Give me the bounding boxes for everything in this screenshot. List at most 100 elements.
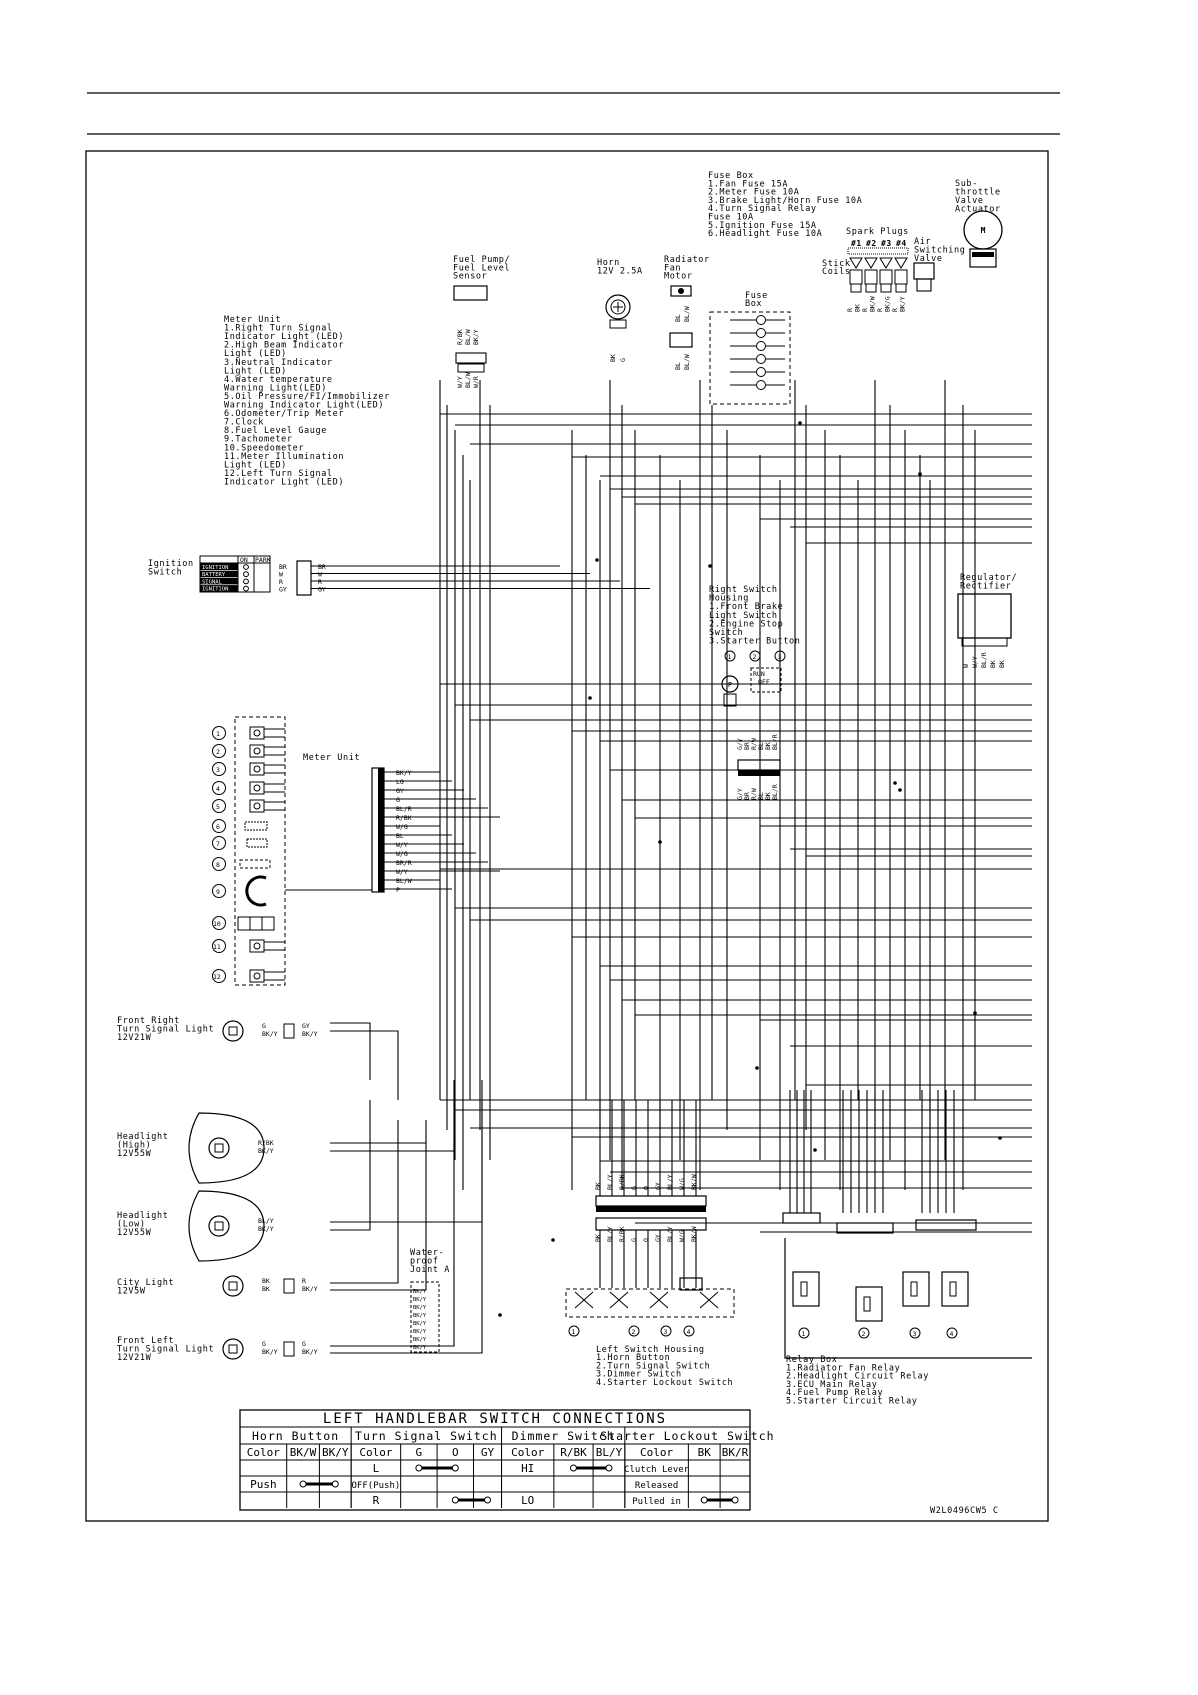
label-labels-ignition_switch-0: Ignition bbox=[148, 559, 194, 569]
label-labels-radiator_fan-0: Radiator bbox=[664, 255, 710, 265]
label-labels-coil_wires-0: R bbox=[846, 308, 854, 312]
label-labels-right_switch_wires-1: BR bbox=[743, 742, 751, 750]
label-labels-engine_stop_labels-0: RUN bbox=[753, 670, 765, 678]
label-labels-fuel_pump-0: Fuel Pump/ bbox=[453, 255, 510, 265]
label-labels-meter_wires-4: BL/R bbox=[396, 805, 412, 813]
label-labels-left_connector_wires-7: W/G bbox=[678, 1178, 686, 1190]
label-switch_table-rows-1-3: OFF(Push) bbox=[352, 1481, 401, 1491]
label-labels-joint_wires-6: BK/Y bbox=[413, 1337, 427, 1343]
label-switch_table-header-11: BK bbox=[698, 1446, 712, 1459]
label-labels-right_switch_wires-4: BK bbox=[764, 792, 772, 800]
label-labels-meter_numbers-4: 5 bbox=[216, 803, 220, 811]
label-labels-city_light-1: 12V5W bbox=[117, 1287, 146, 1297]
label-labels-front_right_wires-0: G bbox=[262, 1022, 266, 1030]
label-labels-front_left_wires-1: BK/Y bbox=[262, 1348, 278, 1356]
label-labels-horn-1: 12V 2.5A bbox=[597, 266, 643, 276]
label-labels-ignition_table_rows-1: BATTERY bbox=[202, 572, 226, 578]
label-labels-meter_unit_list-19: Indicator Light (LED) bbox=[224, 477, 344, 487]
wire-lines bbox=[311, 380, 1032, 1354]
label-labels-joint_wires-4: BK/Y bbox=[413, 1321, 427, 1327]
figure-id: W2L0496CW5 C bbox=[930, 1506, 999, 1516]
label-labels-radiator_fan-1: Fan bbox=[664, 263, 681, 273]
label-labels-city_light_wires-0: BK bbox=[262, 1277, 270, 1285]
label-labels-left_switch-1: 1.Horn Button bbox=[596, 1353, 670, 1363]
label-labels-meter_numbers-11: 12 bbox=[213, 973, 221, 981]
label-labels-left_connector_wires-3: G bbox=[630, 1186, 638, 1190]
label-labels-right_switch_wires-0: G/Y bbox=[736, 788, 744, 800]
label-labels-front_right_wires-3: BK/Y bbox=[302, 1030, 318, 1038]
label-labels-meter_wires-9: W/G bbox=[396, 850, 408, 858]
label-switch_table-rows-2-10: Pulled in bbox=[632, 1497, 681, 1507]
label-switch_table-header-1: BK/W bbox=[290, 1446, 317, 1459]
label-labels-horn_wires-0: BK bbox=[609, 354, 617, 362]
label-labels-meter_numbers-5: 6 bbox=[216, 823, 220, 831]
label-labels-sub_throttle-2: Valve bbox=[955, 196, 984, 206]
label-labels-left_connector_wires-1: BL/Y bbox=[606, 1174, 614, 1190]
label-labels-sub_throttle-3: Actuator bbox=[955, 205, 1001, 215]
label-labels-waterproof_joint-0: Water- bbox=[410, 1248, 444, 1258]
label-labels-fuse_box_top-1: 1.Fan Fuse 15A bbox=[708, 179, 788, 189]
label-labels-fuel_pump_wires_lower-1: BL/W bbox=[464, 372, 472, 388]
spark-plug-numbers: #1#2#3#4 bbox=[851, 239, 906, 248]
label-labels-left_connector_wires-5: GY bbox=[654, 1234, 662, 1242]
label-labels-front_right_wires-1: BK/Y bbox=[262, 1030, 278, 1038]
label-labels-meter_unit_list-7: 4.Water temperature bbox=[224, 375, 333, 385]
label-labels-plug_numbers-0: #1 bbox=[851, 239, 862, 248]
label-labels-regulator_wires-0: W bbox=[962, 664, 970, 668]
label-labels-meter_numbers-3: 4 bbox=[216, 785, 220, 793]
label-labels-waterproof_joint-2: Joint A bbox=[410, 1265, 450, 1275]
regulator-label: Regulator/Rectifier bbox=[960, 573, 1017, 592]
label-labels-joint_wires-3: BK/Y bbox=[413, 1313, 427, 1319]
label-labels-front_left_turn-0: Front Left bbox=[117, 1336, 174, 1346]
label-labels-headlight_high_wires-0: R/BK bbox=[258, 1139, 274, 1147]
label-labels-ignition_table_head-0: ON bbox=[240, 556, 248, 564]
label-labels-fan_wires-1: BL/W bbox=[683, 354, 691, 370]
label-labels-right_switch_nums-2: 3 bbox=[778, 653, 782, 661]
label-labels-right_switch_wires-0: G/Y bbox=[736, 738, 744, 750]
label-switch_table-rows-2-3: R bbox=[373, 1494, 380, 1507]
label-labels-meter_unit_list-11: 6.Odometer/Trip Meter bbox=[224, 409, 344, 419]
label-labels-meter_unit_list-0: Meter Unit bbox=[224, 315, 281, 325]
label-labels-front_left_wires-2: G bbox=[302, 1340, 306, 1348]
label-labels-meter_unit_list-16: 11.Meter Illumination bbox=[224, 452, 344, 462]
label-labels-meter_unit_list-8: Warning Light(LED) bbox=[224, 383, 327, 393]
label-labels-left_switch_nums-1: 2 bbox=[632, 1328, 636, 1336]
label-labels-front_left_turn-1: Turn Signal Light bbox=[117, 1345, 214, 1355]
label-labels-meter_numbers-1: 2 bbox=[216, 748, 220, 756]
label-labels-right_switch-4: 2.Engine Stop bbox=[709, 619, 783, 629]
label-labels-left_connector_wires-3: G bbox=[630, 1238, 638, 1242]
spark-plug-coils bbox=[847, 247, 909, 293]
label-switch_table-header-8: R/BK bbox=[560, 1446, 587, 1459]
label-labels-ignition_wires-1: W bbox=[279, 571, 283, 579]
label-labels-coil_wires-3: BK/W bbox=[869, 296, 877, 312]
label-labels-left_switch-4: 4.Starter Lockout Switch bbox=[596, 1378, 733, 1388]
label-labels-meter_wires-10: BR/R bbox=[396, 859, 412, 867]
label-labels-regulator_wires-4: BK bbox=[998, 660, 1006, 668]
label-switch_table-header-0: Color bbox=[247, 1446, 280, 1459]
label-switch_table-rows-0-3: L bbox=[373, 1462, 380, 1475]
label-labels-right_switch_wires-4: BK bbox=[764, 742, 772, 750]
label-labels-left_connector_wires-7: W/G bbox=[678, 1230, 686, 1242]
label-labels-coil_wires-1: BK bbox=[854, 304, 862, 312]
label-labels-left_connector_wires-1: BL/Y bbox=[606, 1226, 614, 1242]
label-switch_table-rows-0-10: Clutch Lever bbox=[624, 1465, 690, 1475]
label-labels-waterproof_joint-1: proof bbox=[410, 1257, 439, 1267]
label-labels-left_connector_wires-8: BK/W bbox=[690, 1174, 698, 1190]
left-switch-wire-labels: BKBKBL/YBL/YR/BKR/BKGGOOGYGYBL/YBL/YW/GW… bbox=[594, 1174, 698, 1242]
label-labels-ignition_wires-3: GY bbox=[318, 586, 326, 594]
label-labels-headlight_low-0: Headlight bbox=[117, 1211, 168, 1221]
